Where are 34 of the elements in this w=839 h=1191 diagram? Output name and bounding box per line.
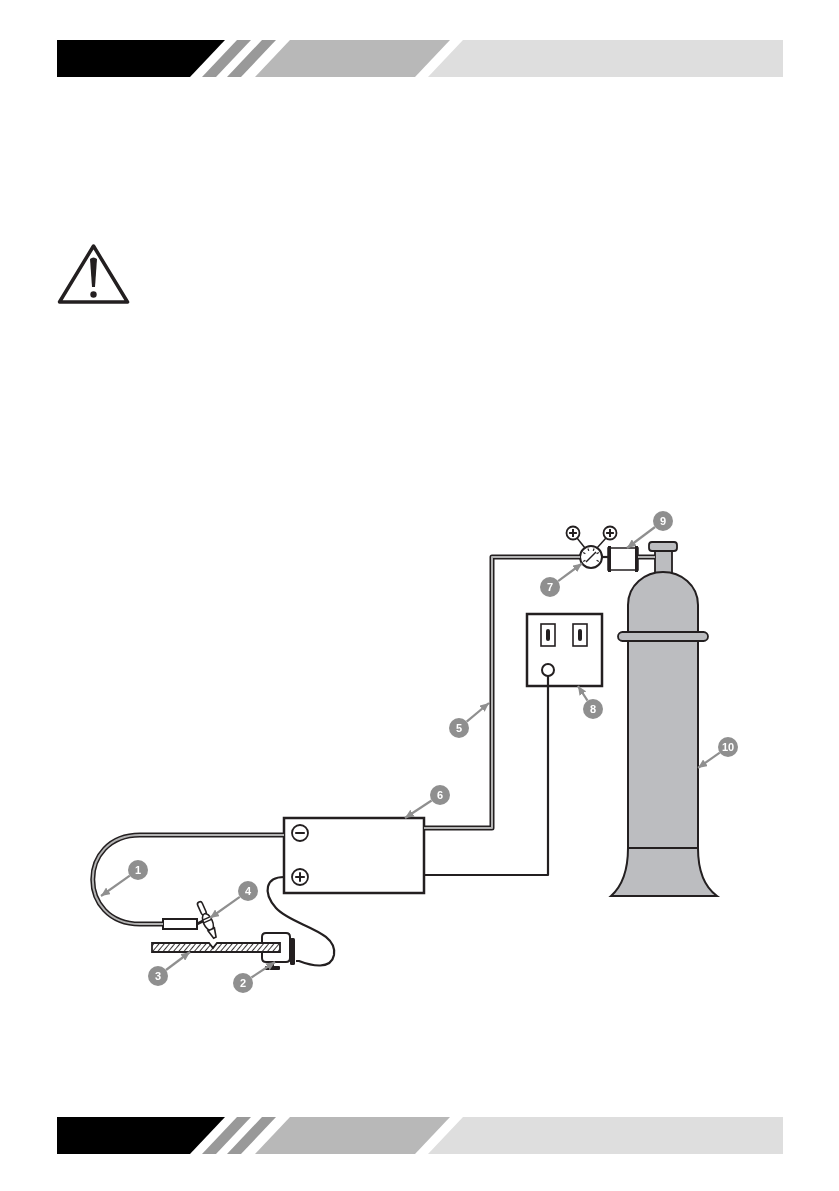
gas-pipe <box>637 554 656 560</box>
callout-number: 2 <box>233 973 253 993</box>
callout-number: 10 <box>718 737 738 757</box>
leader-line <box>165 951 191 971</box>
gas-cylinder <box>610 541 718 897</box>
callout-number: 4 <box>238 881 258 901</box>
ground-cable <box>266 875 336 967</box>
power-cable <box>424 686 550 877</box>
welding-torch <box>162 900 217 940</box>
leader-line <box>250 961 276 979</box>
callout-number: 8 <box>583 699 603 719</box>
callout-number: 7 <box>540 577 560 597</box>
torch-cable <box>90 832 285 927</box>
leader-line <box>697 751 721 769</box>
workpiece-plate <box>151 942 281 953</box>
callout-number: 6 <box>430 785 450 805</box>
leader-line <box>626 526 656 549</box>
leader-line <box>209 895 241 919</box>
gas-fitting <box>607 546 639 572</box>
callout-number: 3 <box>148 966 168 986</box>
leader-line <box>557 562 583 582</box>
gas-gauge <box>579 545 603 569</box>
ground-clamp <box>261 932 295 970</box>
pipe-line <box>602 555 608 559</box>
leader-line <box>466 702 490 723</box>
callout-number: 1 <box>128 860 148 880</box>
leader-line <box>404 799 433 819</box>
gas-hose <box>423 554 581 831</box>
power-outlet <box>525 612 604 688</box>
leader-line <box>100 874 131 897</box>
callout-number: 5 <box>449 718 469 738</box>
leader-line <box>577 685 589 702</box>
callout-number: 9 <box>653 511 673 531</box>
welding-machine <box>282 816 426 895</box>
